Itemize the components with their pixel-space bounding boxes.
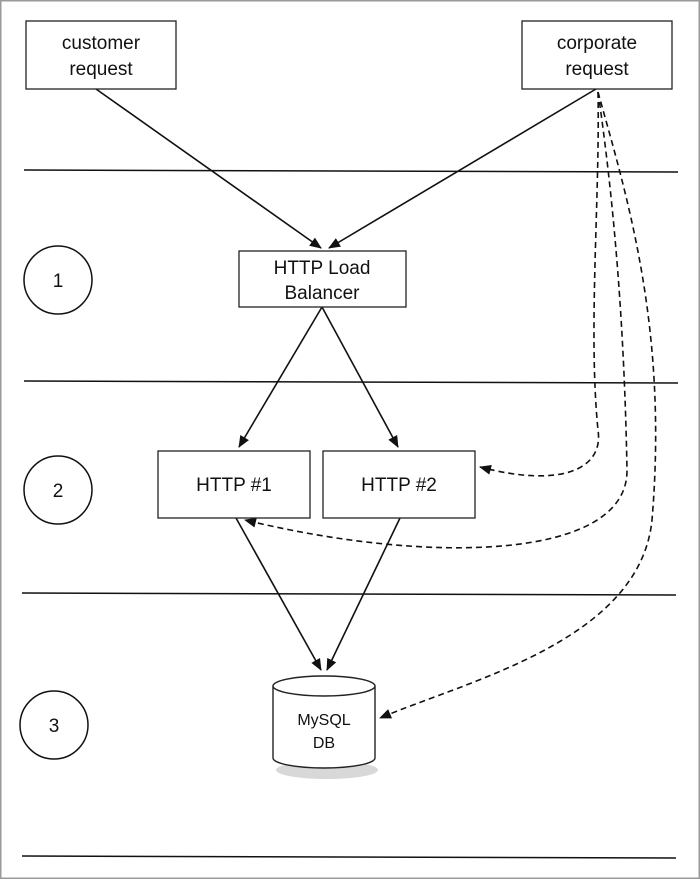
mysql-db-node: MySQL DB bbox=[272, 675, 378, 779]
tier-marker-1: 1 bbox=[23, 245, 93, 315]
edge-load-balancer-to-http2 bbox=[321, 306, 399, 448]
http1-node: HTTP #1 bbox=[157, 450, 311, 519]
db-label-line1: MySQL bbox=[297, 712, 350, 729]
edge-customer-to-load-balancer bbox=[95, 88, 322, 249]
tier-divider-3 bbox=[21, 592, 677, 596]
edge-load-balancer-to-http1 bbox=[238, 306, 323, 448]
tier-marker-3: 3 bbox=[19, 690, 89, 760]
load-balancer-label-line2: Balancer bbox=[285, 283, 361, 304]
tier-divider-4 bbox=[21, 855, 677, 859]
customer-request-label-line2: request bbox=[69, 59, 133, 80]
load-balancer-node: HTTP Load Balancer bbox=[238, 250, 407, 308]
http2-node: HTTP #2 bbox=[322, 450, 476, 519]
edge-http2-to-db bbox=[326, 517, 401, 671]
tier-label-2: 2 bbox=[53, 481, 64, 502]
customer-request-node: customer request bbox=[25, 20, 177, 90]
customer-request-label-line1: customer bbox=[62, 33, 141, 54]
edge-corporate-to-http1 bbox=[244, 91, 628, 549]
edge-corporate-to-load-balancer bbox=[328, 88, 597, 249]
tier-marker-2: 2 bbox=[23, 455, 93, 525]
edge-corporate-to-http2 bbox=[479, 91, 600, 477]
tier-label-1: 1 bbox=[53, 271, 64, 292]
corporate-request-label-line2: request bbox=[565, 59, 629, 80]
db-label-line2: DB bbox=[313, 735, 335, 752]
edge-corporate-to-db bbox=[379, 91, 657, 719]
edge-http1-to-db bbox=[235, 517, 322, 671]
tier-divider-1 bbox=[23, 169, 679, 173]
corporate-request-label-line1: corporate bbox=[557, 33, 637, 54]
http1-label: HTTP #1 bbox=[196, 475, 272, 496]
http2-label: HTTP #2 bbox=[361, 475, 437, 496]
tier-label-3: 3 bbox=[49, 716, 60, 737]
tier-divider-2 bbox=[23, 380, 679, 384]
corporate-request-node: corporate request bbox=[521, 20, 673, 90]
load-balancer-label-line1: HTTP Load bbox=[274, 258, 371, 279]
